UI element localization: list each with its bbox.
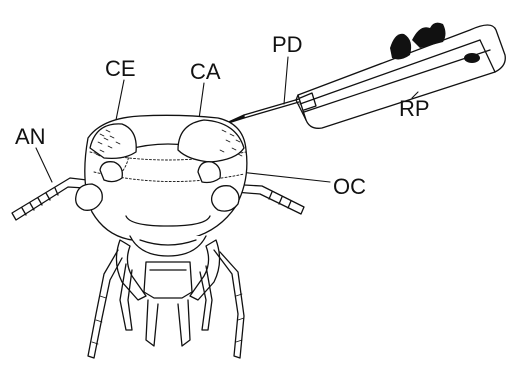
ocellus-right [198,162,220,183]
label-rp: RP [399,96,430,121]
ocellus-left [100,162,122,182]
label-an: AN [15,124,46,149]
label-pd: PD [272,32,303,57]
probe-needle [222,99,299,125]
palps-left [88,250,132,358]
label-ce: CE [105,56,136,81]
label-oc: OC [333,174,366,199]
label-ca: CA [190,59,221,84]
palps-right [200,250,244,358]
